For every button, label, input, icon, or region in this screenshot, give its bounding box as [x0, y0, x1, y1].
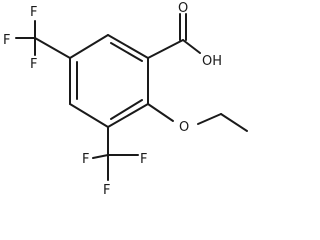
- fluorine-label: F: [140, 152, 147, 167]
- carboxyl-bond: [147, 39, 184, 59]
- fluorine-label: F: [103, 183, 110, 198]
- cf3-bottom-f1: [92, 154, 109, 159]
- hydroxyl-bond: [182, 39, 201, 54]
- ring-bond-6: [69, 34, 109, 59]
- ether-bond-1: [147, 103, 174, 122]
- atom-labels: F F F O OH O F F F: [3, 1, 222, 198]
- cf3-top-link: [34, 37, 71, 59]
- ring-double-bond-1: [110, 42, 143, 62]
- oxygen-label: O: [179, 120, 189, 135]
- oxygen-label: O: [178, 1, 188, 16]
- fluorine-label: F: [3, 33, 10, 48]
- hydroxyl-label: OH: [202, 54, 222, 69]
- ethyl-bond: [220, 113, 248, 132]
- ring-double-bond-2: [110, 99, 143, 120]
- bonds: [15, 13, 248, 181]
- fluorine-label: F: [30, 5, 37, 20]
- ring-bond-1: [107, 34, 149, 59]
- ring-bond-3: [107, 103, 149, 128]
- fluorine-label: F: [30, 57, 37, 72]
- ether-bond-2: [197, 113, 222, 125]
- ring-bond-4: [69, 103, 109, 128]
- fluorine-label: F: [82, 152, 89, 167]
- chemical-structure: F F F O OH O F F F: [3, 1, 248, 198]
